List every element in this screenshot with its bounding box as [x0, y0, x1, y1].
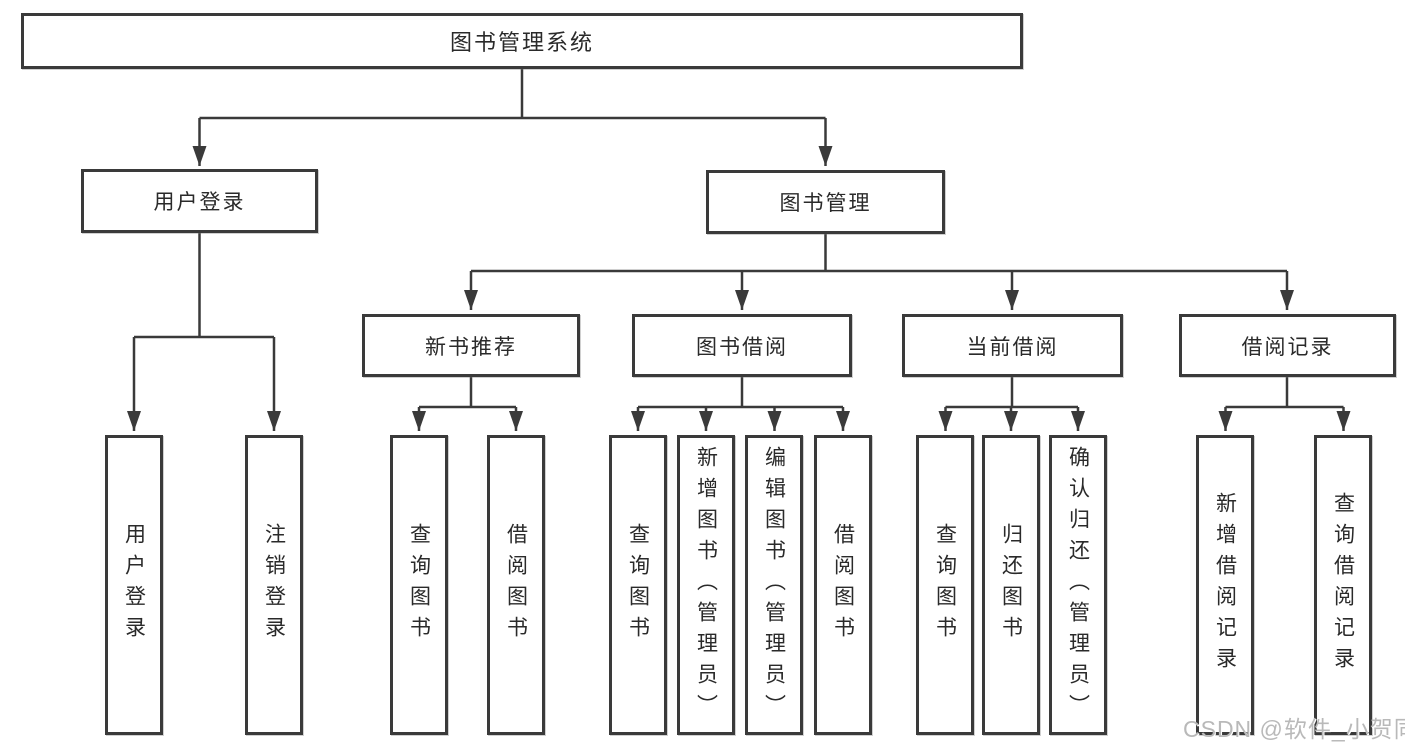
- leaf-query-borrow-record: 查询借阅记录: [1314, 435, 1372, 735]
- node-borrow-records: 借阅记录: [1179, 314, 1396, 377]
- leaf-return-books: 归还图书: [982, 435, 1040, 735]
- node-current-borrow: 当前借阅: [902, 314, 1123, 377]
- leaf-confirm-return-admin: 确认归还（管理员）: [1049, 435, 1107, 735]
- leaf-query-books-3: 查询图书: [916, 435, 974, 735]
- leaf-add-borrow-record: 新增借阅记录: [1196, 435, 1254, 735]
- connector-bookmgmt-trunk: [471, 234, 1287, 273]
- node-user-login-branch: 用户登录: [81, 169, 318, 233]
- leaf-user-login: 用户登录: [105, 435, 163, 735]
- leaf-borrow-books-2: 借阅图书: [814, 435, 872, 735]
- connector-userlogin-trunk: [134, 233, 274, 339]
- leaf-edit-books-admin: 编辑图书（管理员）: [745, 435, 803, 735]
- leaf-borrow-books-1: 借阅图书: [487, 435, 545, 735]
- connector-current-trunk: [945, 377, 1078, 409]
- leaf-query-books-2: 查询图书: [609, 435, 667, 735]
- connector-borrow-trunk: [638, 377, 843, 409]
- leaf-logout: 注销登录: [245, 435, 303, 735]
- connector-newbook-trunk: [419, 377, 516, 409]
- node-book-borrow: 图书借阅: [632, 314, 852, 377]
- connector-root-trunk: [199, 69, 826, 120]
- csdn-watermark: CSDN @软件_小贺同学: [1183, 716, 1405, 742]
- node-library-management-system: 图书管理系统: [21, 13, 1023, 69]
- node-book-management-branch: 图书管理: [706, 170, 945, 234]
- leaf-query-books-1: 查询图书: [390, 435, 448, 735]
- connector-records-trunk: [1225, 377, 1344, 409]
- node-new-book-recommend: 新书推荐: [362, 314, 580, 377]
- leaf-add-books-admin: 新增图书（管理员）: [677, 435, 735, 735]
